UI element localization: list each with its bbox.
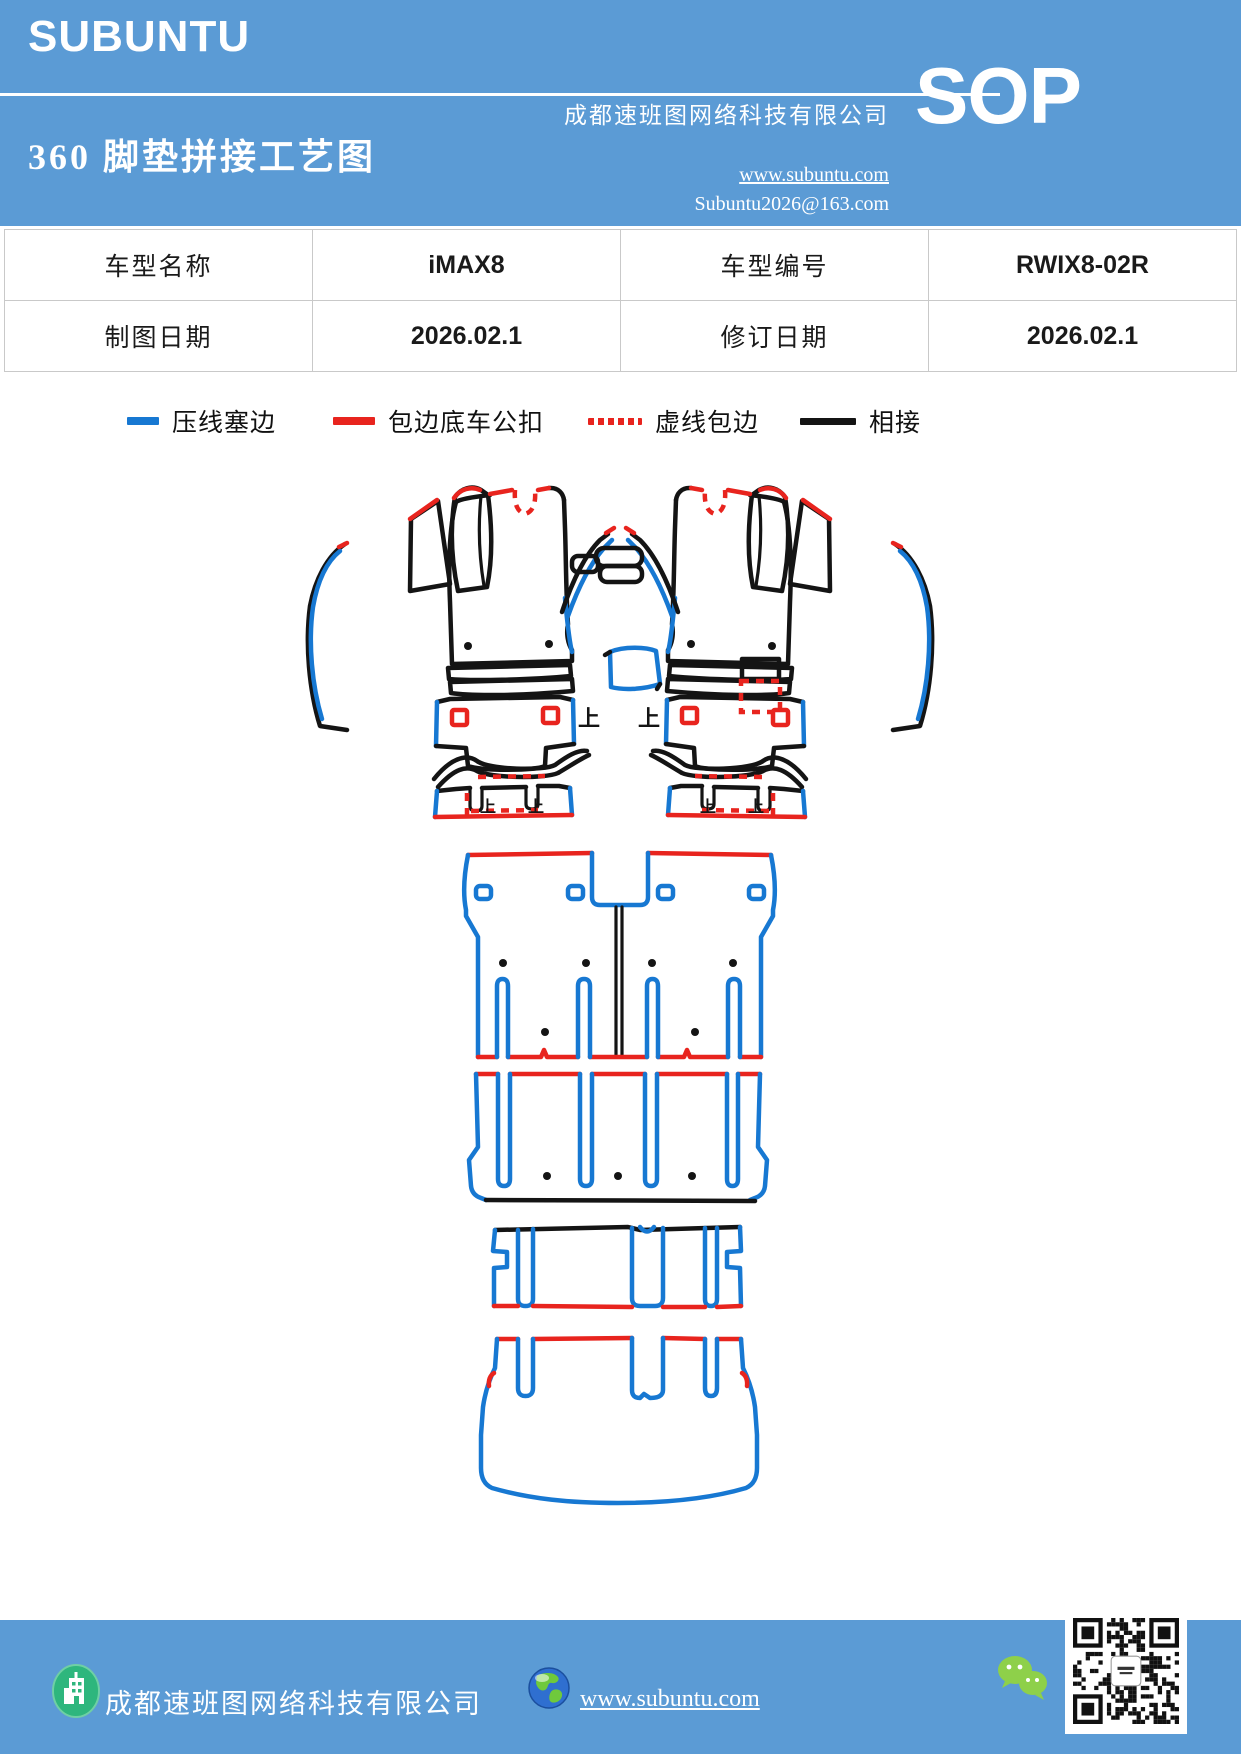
header-company-name: 成都速班图网络科技有限公司 [564, 103, 889, 128]
legend-label: 压线塞边 [172, 410, 277, 437]
orientation-mark: 上 [638, 706, 660, 731]
front-mat-group [305, 485, 617, 820]
second-row-mat [462, 850, 777, 1060]
legend-item-buckle: 包边底车公扣 [333, 403, 544, 439]
page-title: 360 脚垫拼接工艺图 [28, 137, 377, 177]
globe-icon [528, 1667, 570, 1709]
clip-detail [569, 545, 645, 585]
front-mat-group-right [626, 488, 932, 817]
legend-label: 相接 [869, 410, 922, 437]
orientation-mark: 上 [700, 798, 716, 816]
orientation-mark: 上 [480, 798, 496, 816]
table-row: 车型名称 iMAX8 车型编号 RWIX8-02R [4, 229, 1237, 301]
qr-code [1065, 1608, 1187, 1734]
orientation-mark: 上 [748, 798, 764, 816]
company-building-icon [52, 1664, 100, 1718]
third-row-mat [466, 1071, 770, 1204]
legend-swatch-black [800, 417, 856, 425]
legend-item-dashed-binding: 虚线包边 [588, 403, 759, 439]
legend: 压线塞边 包边底车公扣 虚线包边 相接 [0, 403, 1241, 439]
revise-date-value: 2026.02.1 [928, 300, 1237, 372]
revise-date-label: 修订日期 [620, 300, 929, 372]
draw-date-value: 2026.02.1 [312, 300, 621, 372]
legend-swatch-blue [127, 417, 159, 425]
header-band: SUBUNTU 360 脚垫拼接工艺图 成都速班图网络科技有限公司 www.su… [0, 0, 1241, 226]
header-website-link[interactable]: www.subuntu.com [739, 164, 889, 186]
footer-band: 成都速班图网络科技有限公司 www.subuntu.com [0, 1620, 1241, 1754]
dashed-buckle-rect [738, 678, 783, 715]
mat-diagram: 上 上 上 上 上 上 [0, 440, 1241, 1560]
legend-swatch-red [333, 417, 375, 425]
draw-date-label: 制图日期 [4, 300, 313, 372]
orientation-mark: 上 [578, 706, 600, 731]
legend-swatch-dotted [588, 417, 642, 425]
trunk-mat [478, 1335, 760, 1506]
legend-label: 虚线包边 [655, 410, 760, 437]
table-row: 制图日期 2026.02.1 修订日期 2026.02.1 [4, 300, 1237, 372]
middle-pad [602, 645, 663, 692]
footer-website-link[interactable]: www.subuntu.com [580, 1686, 760, 1712]
legend-label: 包边底车公扣 [388, 410, 545, 437]
legend-item-press-edge: 压线塞边 [127, 403, 276, 439]
header-divider [0, 93, 1000, 96]
vehicle-info-table: 车型名称 iMAX8 车型编号 RWIX8-02R 制图日期 2026.02.1… [4, 229, 1237, 372]
model-code-value: RWIX8-02R [928, 229, 1237, 301]
legend-item-joint: 相接 [800, 403, 921, 439]
header-email: Subuntu2026@163.com [694, 193, 889, 215]
brand-logo: SUBUNTU [28, 12, 251, 61]
footer-company-name: 成都速班图网络科技有限公司 [105, 1689, 482, 1719]
sop-badge: SOP [915, 51, 1082, 140]
model-name-label: 车型名称 [4, 229, 313, 301]
wechat-icon [998, 1656, 1047, 1700]
orientation-mark: 上 [528, 798, 544, 816]
rear-strip [490, 1224, 744, 1310]
model-code-label: 车型编号 [620, 229, 929, 301]
model-name-value: iMAX8 [312, 229, 621, 301]
